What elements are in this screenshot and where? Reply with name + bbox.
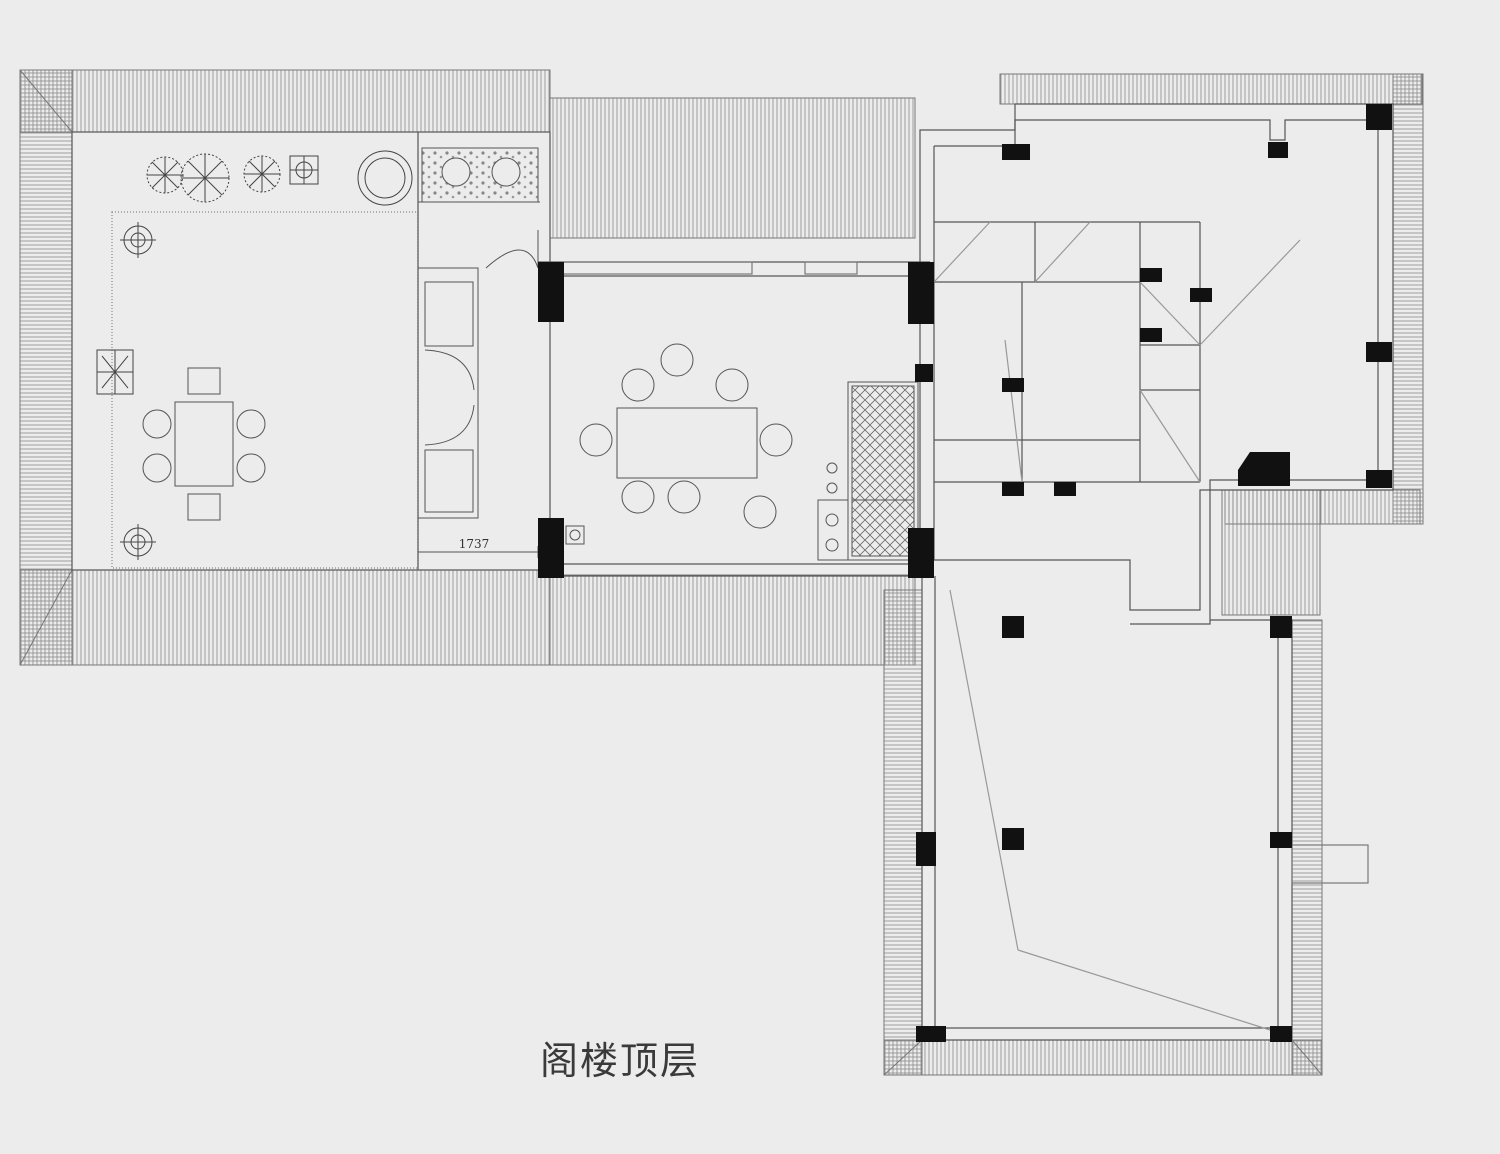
round-planter-icon [357,150,413,206]
terrace-dining-set [142,367,266,521]
kitchen-counter [565,381,919,561]
plan-title: 阁楼顶层 [540,1039,701,1083]
dimension-line: 1737 [417,537,539,558]
tree-icons [96,150,413,560]
storage-area [417,230,539,519]
plant-pot-icon [120,222,156,258]
tree-icon [146,156,184,194]
pebble-bed [418,147,540,203]
tree-icon [96,349,134,395]
roof-eaves [19,69,1424,1076]
tree-icon [243,155,281,193]
dining-table-set [579,343,793,529]
plant-pot-icon [289,155,319,185]
tree-icon [180,153,230,203]
dimension-label: 1737 [459,537,490,551]
upper-right-room [919,103,1394,625]
plant-pot-icon [120,524,156,560]
structural-columns [538,104,1392,1042]
